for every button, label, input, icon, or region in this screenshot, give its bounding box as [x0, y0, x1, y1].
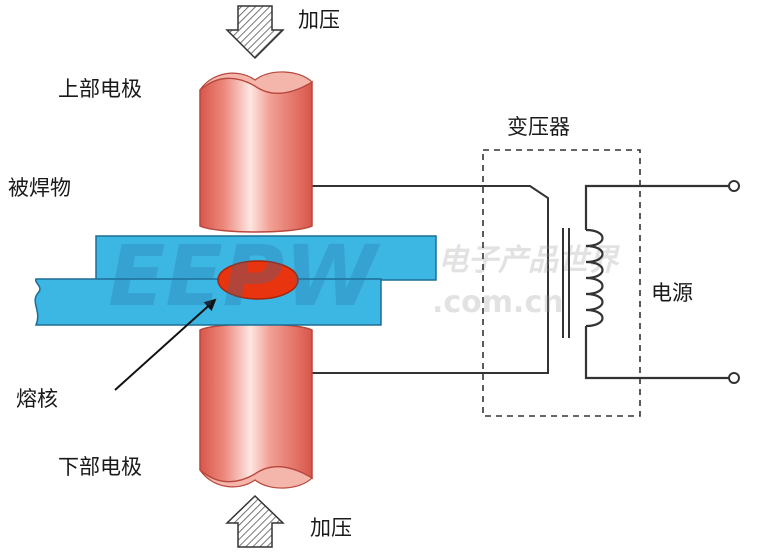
- label-press-bottom: 加压: [310, 516, 352, 540]
- press-arrow-bottom: [225, 494, 285, 548]
- label-upper-electrode: 上部电极: [58, 77, 142, 101]
- transformer-box: [482, 149, 641, 417]
- watermark-logo: EEPW: [108, 227, 381, 325]
- watermark-url: .com.cn: [432, 285, 564, 320]
- label-lower-electrode: 下部电极: [58, 455, 142, 479]
- label-power-source: 电源: [651, 281, 693, 305]
- power-terminal-bottom: [728, 372, 740, 384]
- label-press-top: 加压: [298, 8, 340, 32]
- label-nugget: 熔核: [16, 387, 58, 411]
- weld-nugget: [217, 260, 299, 300]
- label-transformer: 变压器: [507, 115, 570, 139]
- watermark-cn: 电子产品世界: [438, 243, 621, 278]
- nugget-pointer-arrow: [114, 298, 217, 391]
- upper-electrode: [199, 71, 313, 233]
- label-workpiece: 被焊物: [8, 176, 71, 200]
- transformer-core: [562, 228, 570, 338]
- power-terminal-top: [728, 180, 740, 192]
- lower-electrode: [199, 323, 313, 489]
- primary-wiring: [312, 185, 549, 374]
- press-arrow-top: [225, 5, 285, 60]
- secondary-coil: [584, 184, 732, 380]
- watermark: EEPW .com.cn 电子产品世界: [108, 227, 621, 325]
